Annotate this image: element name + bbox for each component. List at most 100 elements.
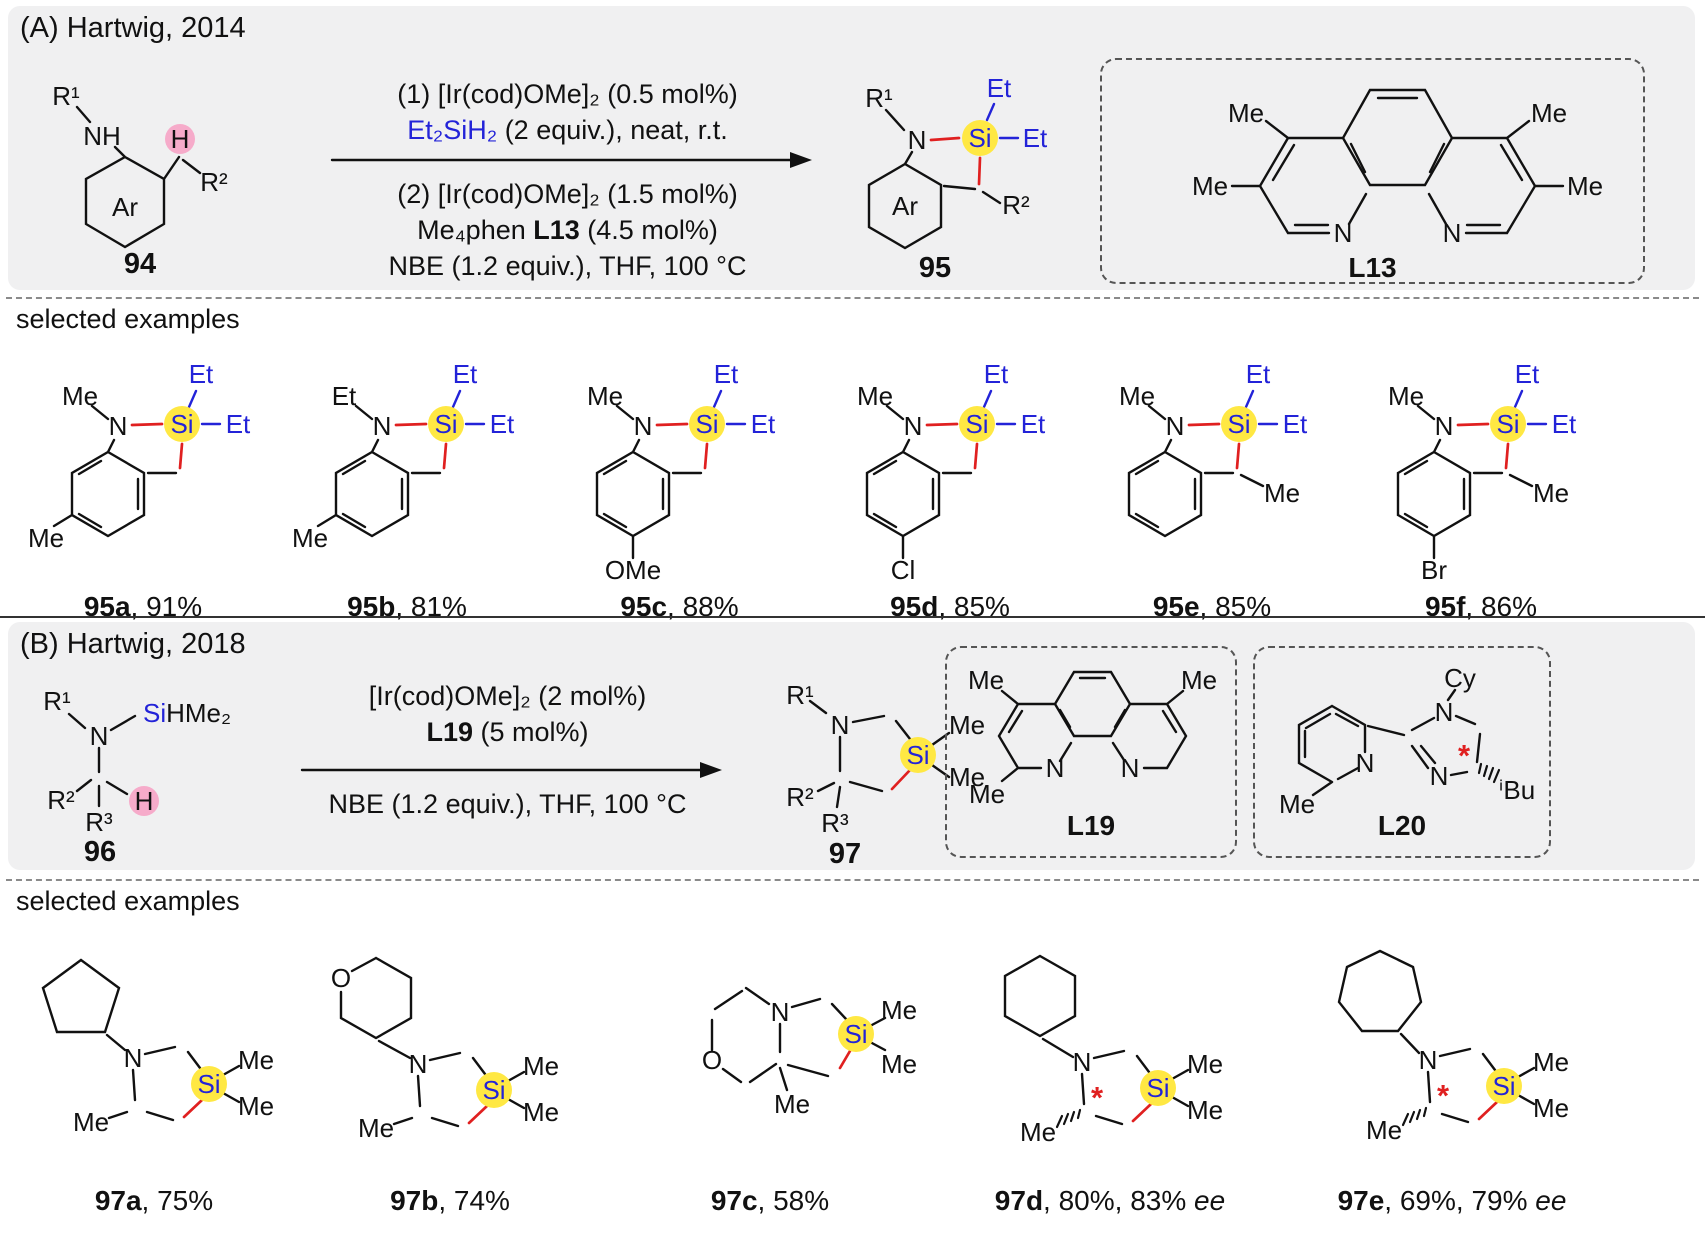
- panel-a-header: (A) Hartwig, 2014: [20, 12, 246, 44]
- example-97d: N Si Me Me Me * 97d, 80%, 83% ee: [945, 938, 1275, 1217]
- panel-b-header: (B) Hartwig, 2018: [20, 628, 246, 660]
- si-label: Si: [1146, 1073, 1169, 1103]
- bonds: [867, 108, 1002, 250]
- divider-dashed-b: [6, 879, 1699, 881]
- r2-label: R²: [786, 782, 814, 812]
- me-label-tr: Me: [1530, 98, 1566, 128]
- structure-95c: Me N Si Et Et OMe: [586, 359, 775, 585]
- n-substituent-label: Et: [332, 381, 357, 411]
- sih-rest-label: HMe₂: [166, 698, 231, 728]
- example-95b: Et N Si Et Et Me 95b, 81%: [272, 334, 542, 623]
- conditions-b-line1: [Ir(cod)OMe]₂ (2 mol%): [368, 681, 647, 711]
- si-label: Si: [197, 1069, 220, 1099]
- si-label: Si: [968, 123, 991, 153]
- r1-label: R¹: [52, 81, 80, 111]
- selected-examples-a: selected examples: [16, 304, 240, 334]
- new-bond-red: [890, 768, 912, 791]
- et-label-right: Et: [1023, 123, 1048, 153]
- si-highlight-circle: [1490, 406, 1526, 442]
- et-label-right: Et: [490, 409, 515, 439]
- structure-94: R¹ NH Ar H R²: [52, 81, 228, 249]
- conditions-b-below: NBE (1.2 equiv.), THF, 100 °C: [295, 786, 720, 822]
- o-label: O: [702, 1045, 722, 1075]
- et-label-top: Et: [987, 73, 1012, 103]
- pyridine-n-label: N: [1355, 748, 1374, 778]
- si-highlight-circle: [1140, 1070, 1176, 1106]
- ligand-l13-ref: L13: [533, 215, 580, 245]
- n-substituent-label: Me: [1119, 381, 1155, 411]
- example-caption: 95d, 85%: [890, 591, 1010, 622]
- conditions-b-line2: (5 mol%): [473, 717, 589, 747]
- ring-substituent-label: Me: [292, 523, 328, 553]
- h-highlight-circle: [165, 124, 195, 154]
- me-label-bottom: Me: [881, 1049, 917, 1079]
- new-bond-red: [1131, 1102, 1153, 1123]
- new-bonds-red: [925, 422, 979, 470]
- bonds: [710, 986, 887, 1092]
- si-highlight-circle: [1486, 1068, 1522, 1104]
- si-et-bonds-blue: [1244, 389, 1279, 426]
- example-caption: 95f, 86%: [1424, 591, 1538, 622]
- me-label-bottom: Me: [523, 1097, 559, 1127]
- ligand-l19-ref: L19: [426, 717, 473, 747]
- si-label: Si: [695, 409, 718, 439]
- me-label-tr: Me: [1181, 665, 1217, 695]
- structure-95f: Me N Si Et Et Me Br: [1388, 359, 1577, 585]
- si-highlight-circle: [191, 1066, 227, 1102]
- conditions-a-below: (2) [Ir(cod)OMe]₂ (1.5 mol%) Me₄phen L13…: [325, 176, 810, 284]
- et-label-right: Et: [1283, 409, 1308, 439]
- example-97c: O N Si Me Me Me 97c, 58%: [612, 938, 928, 1217]
- conditions-a-line2: (2 equiv.), neat, r.t.: [497, 115, 728, 145]
- ligand-box-l13: N N Me Me Me Me L13: [1100, 58, 1645, 284]
- new-bonds-red: [1187, 422, 1241, 470]
- panel-b-background: [8, 622, 1695, 870]
- r2-label: R²: [1002, 190, 1030, 220]
- si-et-bonds-blue: [1513, 389, 1548, 426]
- ch-substituent-label: Me: [1264, 478, 1300, 508]
- et-label-right: Et: [226, 409, 251, 439]
- si-et-bonds-blue: [712, 389, 746, 426]
- example-97b: O N Si Me Me Me 97b, 74%: [300, 938, 600, 1217]
- si-label: Si: [482, 1075, 505, 1105]
- example-95a: Me N Si Et Et Me 95a, 91%: [8, 334, 278, 623]
- n-label-right: N: [1121, 753, 1140, 783]
- si-highlight-circle: [959, 406, 995, 442]
- et-label-right: Et: [1021, 409, 1046, 439]
- ring-substituent-label: OMe: [604, 555, 660, 585]
- new-bonds-red: [394, 422, 448, 470]
- me-label-top: Me: [881, 995, 917, 1025]
- example-95d: Me N Si Et Et Cl 95d, 85%: [815, 334, 1085, 623]
- si-et-bonds-blue: [982, 389, 1017, 426]
- me-label-top: Me: [523, 1051, 559, 1081]
- reaction-arrow-a: [330, 152, 812, 168]
- imidazoline-n3-label: N: [1429, 761, 1448, 791]
- example-95c: Me N Si Et Et OMe 95c, 88%: [542, 334, 817, 623]
- et-label-top: Et: [984, 359, 1009, 389]
- r3-label: R³: [85, 807, 113, 837]
- ring-substituent-label: Me: [28, 523, 64, 553]
- si-highlight-circle: [428, 406, 464, 442]
- n-label: N: [1435, 411, 1454, 441]
- bonds: [1127, 404, 1265, 538]
- si-label: Si: [844, 1019, 867, 1049]
- substrate-96-number: 96: [83, 836, 117, 868]
- bonds: [1003, 954, 1190, 1126]
- n-label-left: N: [1333, 218, 1352, 248]
- me-label-ring: Me: [358, 1113, 394, 1143]
- bonds: [316, 404, 442, 538]
- n-label: N: [1073, 1047, 1092, 1077]
- n-label: N: [771, 997, 790, 1027]
- si-highlight-circle: [1221, 406, 1257, 442]
- conditions-a-line5: NBE (1.2 equiv.), THF, 100 °C: [388, 251, 747, 281]
- arrowhead: [790, 152, 812, 168]
- conditions-b-above: [Ir(cod)OMe]₂ (2 mol%) L19 (5 mol%): [295, 678, 720, 750]
- silane-reagent: Et₂SiH₂: [407, 115, 498, 145]
- structure-97: R¹ N Si Me Me R² R³: [786, 680, 985, 838]
- example-97a: N Si Me Me Me 97a, 75%: [8, 938, 300, 1217]
- double-bonds: [1007, 676, 1178, 734]
- me-label-ring: Me: [1020, 1117, 1056, 1147]
- me-label-top: Me: [949, 710, 985, 740]
- example-caption: 97a, 75%: [94, 1185, 214, 1216]
- r1-label: R¹: [43, 686, 71, 716]
